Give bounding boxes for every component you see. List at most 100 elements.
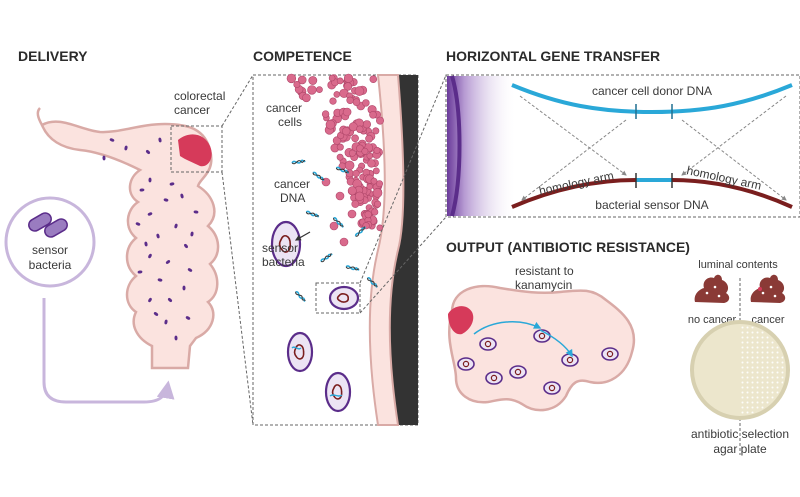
bacterium-dot — [187, 268, 193, 272]
transfer-arrow-2 — [539, 329, 573, 358]
dna-fragment — [312, 171, 325, 181]
cancer-cell — [302, 93, 311, 103]
dna-fragment — [305, 210, 320, 218]
cancer-cell — [370, 177, 378, 185]
dna-fragment — [295, 291, 306, 302]
cancer-cell — [293, 81, 301, 89]
cancer-cell — [336, 153, 344, 161]
heading-delivery: DELIVERY — [18, 48, 88, 64]
cancer-cell — [346, 96, 354, 105]
cancer-cell — [351, 134, 359, 143]
cancer-cell — [335, 191, 345, 201]
dna-fragment — [333, 217, 344, 228]
label-plate-1: antibiotic selection — [691, 427, 789, 441]
output-bacterium — [509, 365, 527, 379]
bacterium-dot — [156, 233, 160, 239]
delivery-arrow — [42, 298, 175, 404]
bacterium-dot — [184, 243, 188, 249]
bacterium-dot — [182, 285, 186, 291]
cancer-cell — [308, 76, 318, 85]
sensor-bacterium — [270, 220, 302, 268]
cancer-cell — [321, 177, 331, 187]
output-tumor — [448, 306, 474, 335]
bacterium-dot — [174, 335, 178, 341]
heading-horizontal-gene-transfer: HORIZONTAL GENE TRANSFER — [446, 48, 660, 64]
cancer-cell — [362, 99, 370, 107]
cancer-cell — [329, 97, 337, 105]
zoom-line-top — [221, 74, 254, 127]
cancer-cell — [352, 98, 361, 106]
cancer-cell — [375, 180, 383, 188]
label-cancer-dna-1: cancer — [274, 177, 310, 191]
cancer-cell — [297, 75, 307, 85]
sensor-bacterium — [328, 285, 360, 311]
label-luminal-contents: luminal contents — [698, 259, 778, 271]
bacterium-dot — [190, 231, 194, 237]
cancer-cell — [373, 146, 381, 154]
label-donor-dna: cancer cell donor DNA — [592, 84, 712, 98]
cancer-cell — [336, 143, 344, 151]
heading-competence: COMPETENCE — [253, 48, 352, 64]
cancer-cell — [315, 86, 323, 93]
cancer-dna-fragments — [291, 159, 378, 302]
cancer-cell-cluster — [286, 73, 384, 247]
output-bacterium — [601, 347, 619, 361]
cancer-cell — [342, 126, 351, 136]
bacterium-dot — [137, 270, 143, 274]
label-colorectal: colorectal — [174, 89, 225, 103]
label-cancer-cells-1: cancer — [266, 101, 302, 115]
dna-fragment — [291, 159, 306, 165]
zoom-box-sensor — [315, 282, 361, 314]
cancer-cell — [347, 209, 357, 219]
bacterium-dot — [148, 253, 152, 259]
dna-fragment — [354, 226, 366, 237]
label-cancer: cancer — [174, 103, 210, 117]
bacterium-dot — [180, 193, 184, 199]
sensor-bacterium — [324, 371, 352, 413]
cancer-cell — [369, 111, 377, 119]
donor-dna-strand — [511, 83, 793, 115]
cancer-cell — [343, 73, 354, 83]
bacterium-dot — [164, 319, 168, 325]
sensor-bacteria-badge: sensor bacteria — [4, 196, 96, 288]
cancer-cell — [372, 127, 380, 135]
colorectal-tumor — [178, 134, 212, 167]
bacterium-dot — [124, 145, 128, 151]
bacterium-dot — [109, 138, 115, 142]
cancer-cell — [374, 200, 382, 208]
cancer-cell — [376, 224, 384, 232]
homology-crossover-arrows — [519, 95, 787, 201]
cancer-cell — [361, 147, 369, 155]
dna-fragment — [320, 253, 333, 263]
zoom-line-hgt-top — [359, 74, 447, 284]
bacterium-dot — [185, 316, 191, 320]
tissue-wall — [368, 74, 405, 426]
bacterium-icon-2 — [44, 218, 68, 238]
label-resistant-2: kanamycin — [515, 278, 572, 292]
cancer-cell — [371, 208, 379, 216]
label-cancer-cells-2: cells — [278, 115, 302, 129]
output-bacterium — [457, 357, 475, 371]
label-plate-2: agar plate — [713, 442, 767, 456]
label-resistant-1: resistant to — [515, 264, 574, 278]
bacterium-dot — [174, 223, 178, 229]
cancer-cell — [354, 86, 365, 96]
cancer-cell — [351, 200, 360, 208]
cancer-cell — [339, 237, 349, 247]
cancer-cell — [348, 149, 356, 157]
cancer-cell — [362, 120, 372, 129]
cancer-cell — [325, 119, 336, 130]
bacterium-dot — [193, 210, 199, 214]
bacterium-dot — [163, 198, 169, 202]
transfer-arrow-1 — [473, 321, 542, 335]
cancer-cell — [369, 75, 378, 83]
bacterium-dot — [144, 241, 148, 247]
bacterium-dot — [165, 260, 171, 264]
label-cancer-dna-2: DNA — [280, 191, 305, 205]
cell-membrane — [450, 75, 462, 217]
sensor-bacterium — [286, 331, 314, 373]
output-bacterium — [485, 371, 503, 385]
cancer-cell — [372, 188, 383, 198]
bacterium-dot — [167, 298, 173, 302]
